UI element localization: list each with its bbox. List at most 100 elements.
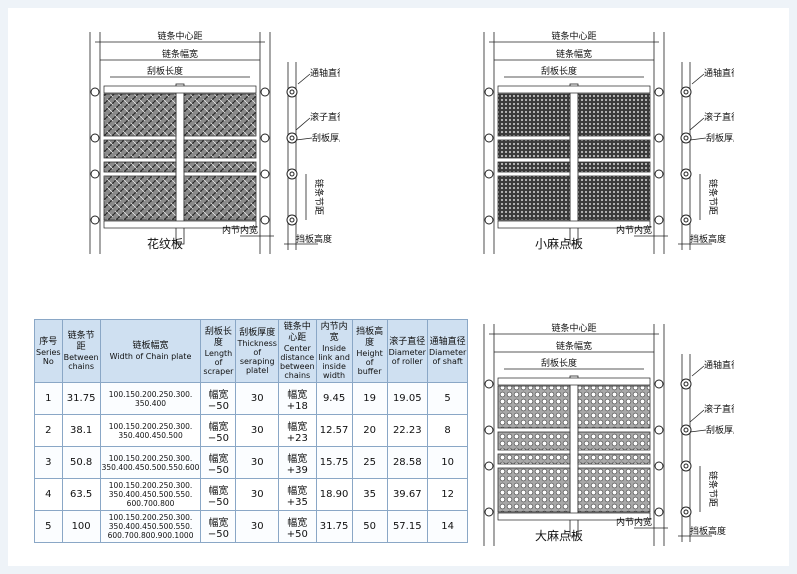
chain-pin <box>260 169 270 179</box>
chain-pin <box>484 379 494 389</box>
label-baffle-height: 挡板高度 <box>296 233 332 245</box>
table-cell: 38.1 <box>61 414 101 447</box>
catalog-sheet: 链条中心距链条幅宽刮板长度通轴直径滚子直径刮板厚度链条节距挡板高度内节内宽花纹板… <box>8 8 789 566</box>
plate-right <box>577 467 651 513</box>
header-zh: 刮板厚度 <box>239 327 276 338</box>
plate-right <box>183 93 257 137</box>
table-cell: 100.150.200.250.300.350.400.450.500.550.… <box>99 478 202 511</box>
chain-pin <box>260 215 270 225</box>
table-cell: 31.75 <box>61 382 101 415</box>
drawing-pattern-plate: 链条中心距链条幅宽刮板长度通轴直径滚子直径刮板厚度链条节距挡板高度内节内宽花纹板 <box>70 22 340 262</box>
plate-left <box>497 431 571 451</box>
plate-left <box>497 93 571 137</box>
header-en: Width of Chain plate <box>109 352 192 361</box>
table-cell: 15.75 <box>315 446 353 479</box>
label-plate-thickness: 刮板厚度 <box>706 132 734 144</box>
label-inner-width: 内节内宽 <box>616 516 652 528</box>
table-cell: 100.150.200.250.300.350.400.450.500.550.… <box>99 510 202 543</box>
plate-left <box>497 453 571 465</box>
table-cell: 18.90 <box>315 478 353 511</box>
chain-pin <box>654 87 664 97</box>
chain-pin <box>484 87 494 97</box>
table-cell: 8 <box>426 414 469 447</box>
header-zh: 滚子直径 <box>389 336 426 347</box>
side-roller-core <box>683 135 689 141</box>
leader <box>689 429 707 433</box>
table-cell: 63.5 <box>61 478 101 511</box>
plate-right <box>183 175 257 221</box>
label-pitch: 链条节距 <box>707 471 719 507</box>
table-cell: 30 <box>235 446 279 479</box>
plate-right <box>577 93 651 137</box>
frame-bar <box>497 512 651 521</box>
side-roller-core <box>683 89 689 95</box>
leader <box>689 117 705 131</box>
table-cell: 50.8 <box>61 446 101 479</box>
header-zh: 内节内宽 <box>320 322 348 343</box>
side-roller-core <box>683 171 689 177</box>
header-zh: 挡板高度 <box>356 326 384 348</box>
plate-left <box>497 385 571 429</box>
table-cell: 100.150.200.250.300.350.400.450.500.550.… <box>99 446 202 479</box>
plate-right <box>183 139 257 159</box>
header-en: Thickness of seraping platel <box>237 338 277 375</box>
frame-bar <box>497 377 651 386</box>
header-zh: 链板幅宽 <box>132 341 169 351</box>
drawing-small-dot-plate: 链条中心距链条幅宽刮板长度通轴直径滚子直径刮板厚度链条节距挡板高度内节内宽小麻点… <box>464 22 734 262</box>
table-cell: 5 <box>426 382 469 415</box>
frame-bar <box>103 220 257 229</box>
leader <box>295 117 311 131</box>
plate-right <box>577 453 651 465</box>
table-cell: 幅宽+50 <box>277 510 317 543</box>
table-cell: 幅宽−50 <box>200 414 237 447</box>
side-roller-core <box>683 381 689 387</box>
leader <box>297 73 311 85</box>
header-zh: 通轴直径 <box>429 336 466 347</box>
plate-right <box>577 161 651 173</box>
label-roller-diameter: 滚子直径 <box>704 111 734 123</box>
chain-pin <box>484 461 494 471</box>
table-cell: 12.57 <box>315 414 353 447</box>
chain-pin <box>260 87 270 97</box>
side-roller-core <box>683 463 689 469</box>
label-plate-thickness: 刮板厚度 <box>312 132 340 144</box>
plate-left <box>497 175 571 221</box>
table-cell: 幅宽+18 <box>277 382 317 415</box>
table-cell: 57.15 <box>386 510 428 543</box>
table-cell: 100.150.200.250.300.350.400 <box>99 382 202 415</box>
label-baffle-height: 挡板高度 <box>690 233 726 245</box>
center-bar <box>569 375 579 537</box>
chain-pin <box>90 169 100 179</box>
plate-left <box>497 139 571 159</box>
chain-pin <box>484 507 494 517</box>
leader <box>691 73 705 85</box>
plate-right <box>577 175 651 221</box>
table-cell: 19.05 <box>386 382 428 415</box>
chain-pin <box>484 425 494 435</box>
side-roller-core <box>683 217 689 223</box>
drawing-caption: 小麻点板 <box>535 236 583 251</box>
table-cell: 幅宽−50 <box>200 478 237 511</box>
table-cell: 30 <box>235 414 279 447</box>
plate-left <box>497 467 571 513</box>
table-cell: 30 <box>235 478 279 511</box>
header-zh: 刮板长度 <box>204 326 232 348</box>
table-cell: 10 <box>426 446 469 479</box>
side-roller-core <box>289 217 295 223</box>
chain-pin <box>90 87 100 97</box>
table-cell: 2 <box>34 414 63 447</box>
table-cell: 25 <box>351 446 388 479</box>
table-cell: 30 <box>235 382 279 415</box>
table-cell: 5 <box>34 510 63 543</box>
chain-pin <box>654 461 664 471</box>
drawing-svg: 链条中心距链条幅宽刮板长度通轴直径滚子直径刮板厚度链条节距挡板高度内节内宽花纹板 <box>89 30 340 254</box>
